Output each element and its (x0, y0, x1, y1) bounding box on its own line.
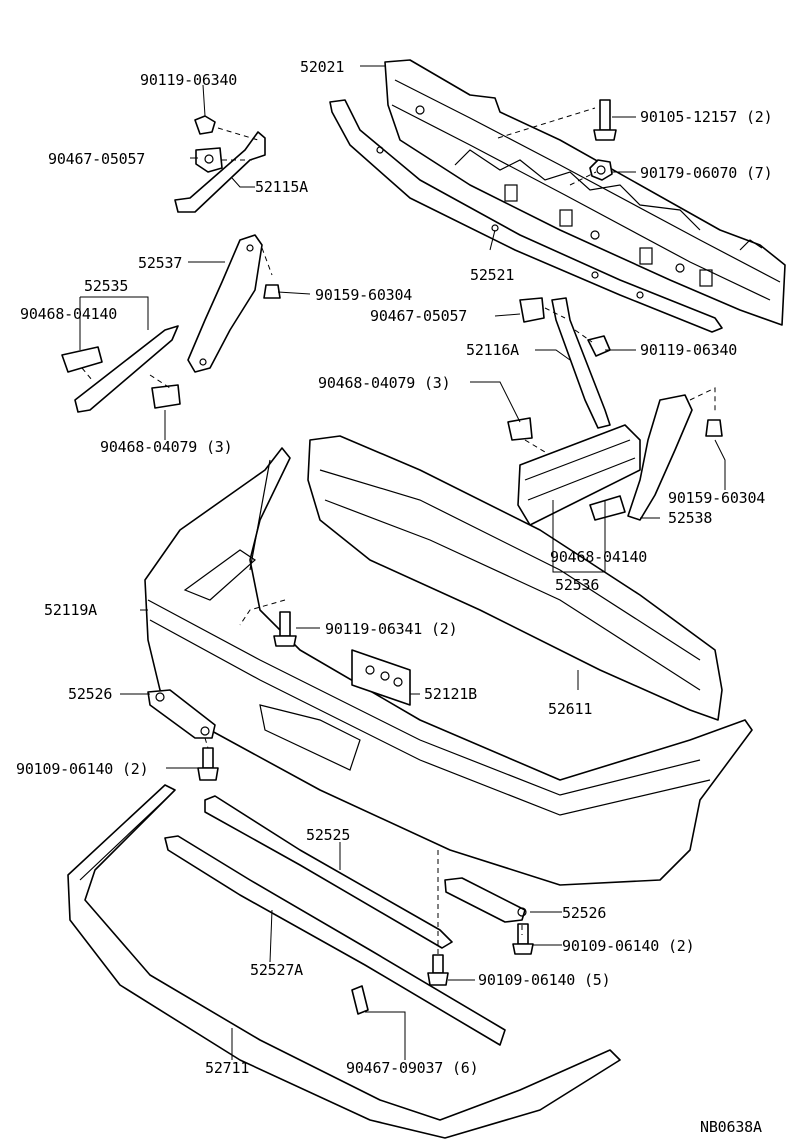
bracket-52526-left (147, 689, 216, 739)
label-90159-60304-left: 90159-60304 (315, 286, 412, 304)
label-90468-04079-right: 90468-04079 (3) (318, 374, 450, 392)
bolt-90109-06140-right (512, 923, 534, 955)
label-52711: 52711 (205, 1059, 249, 1077)
label-52527A: 52527A (250, 961, 303, 979)
label-90467-09037: 90467-09037 (6) (346, 1059, 478, 1077)
label-90119-06341: 90119-06341 (2) (325, 620, 457, 638)
screw-90159-60304-right (705, 419, 723, 437)
label-52119A: 52119A (44, 601, 97, 619)
bolt-90119-06340-top (194, 115, 216, 135)
label-52536: 52536 (555, 576, 599, 594)
label-90468-04140-right: 90468-04140 (550, 548, 647, 566)
bumper-cover-52119A (144, 447, 753, 886)
label-52611: 52611 (548, 700, 592, 718)
label-52526-right: 52526 (562, 904, 606, 922)
label-90179-06070: 90179-06070 (7) (640, 164, 772, 182)
label-90159-60304-right: 90159-60304 (668, 489, 765, 507)
clip-90467-05057-right (519, 297, 545, 323)
plate-52121B (351, 649, 411, 706)
nut-90179-06070 (589, 159, 613, 181)
spoiler-52711 (67, 784, 621, 1139)
bracket-52115A (174, 131, 266, 213)
absorber-52611 (307, 435, 723, 721)
label-52538: 52538 (668, 509, 712, 527)
leader-lines (79, 65, 726, 1060)
label-90468-04140-left: 90468-04140 (20, 305, 117, 323)
label-52521: 52521 (470, 266, 514, 284)
clip-90468-04140-right (589, 495, 626, 521)
label-90109-06140-right: 90109-06140 (2) (562, 937, 694, 955)
bracket-52116A (551, 297, 611, 429)
bracket-52526-right (444, 877, 527, 923)
label-90467-05057-right: 90467-05057 (370, 307, 467, 325)
label-90119-06340-right: 90119-06340 (640, 341, 737, 359)
bolt-90119-06341 (273, 611, 297, 647)
bolt-90109-06140-five (427, 954, 449, 986)
clip-90468-04079-left (151, 384, 181, 409)
retainer-52521 (329, 99, 723, 333)
bolt-90119-06340-right (587, 335, 611, 357)
label-90109-06140-five: 90109-06140 (5) (478, 971, 610, 989)
screw-90159-60304-left (263, 284, 281, 299)
support-52535 (74, 325, 179, 413)
clip-90468-04140-left (61, 346, 103, 373)
clip-90468-04079-right (507, 417, 533, 441)
label-52535: 52535 (84, 277, 128, 295)
clip-90467-09037 (351, 985, 369, 1015)
label-52537: 52537 (138, 254, 182, 272)
bracket-52538 (627, 394, 693, 521)
clip-90467-05057-left (195, 147, 223, 173)
reinforcement-52021 (384, 59, 786, 326)
diagram-code: NB0638A (700, 1118, 762, 1136)
bolt-90109-06140-left (197, 747, 219, 781)
label-90467-05057-left: 90467-05057 (48, 150, 145, 168)
label-90105-12157: 90105-12157 (2) (640, 108, 772, 126)
label-52526-left: 52526 (68, 685, 112, 703)
label-90468-04079-left: 90468-04079 (3) (100, 438, 232, 456)
part-labels: 90119-06340 52021 90105-12157 (2) 90467-… (16, 58, 773, 1136)
label-52115A: 52115A (255, 178, 308, 196)
label-52525: 52525 (306, 826, 350, 844)
label-90119-06340-top: 90119-06340 (140, 71, 237, 89)
label-52116A: 52116A (466, 341, 519, 359)
bracket-52536 (517, 424, 641, 526)
label-90109-06140-left: 90109-06140 (2) (16, 760, 148, 778)
label-52021: 52021 (300, 58, 344, 76)
bolt-90105-12157 (593, 99, 617, 141)
bracket-52537 (187, 234, 263, 373)
label-52121B: 52121B (424, 685, 477, 703)
retainer-52525 (204, 795, 453, 949)
molding-52527A (164, 835, 506, 1046)
